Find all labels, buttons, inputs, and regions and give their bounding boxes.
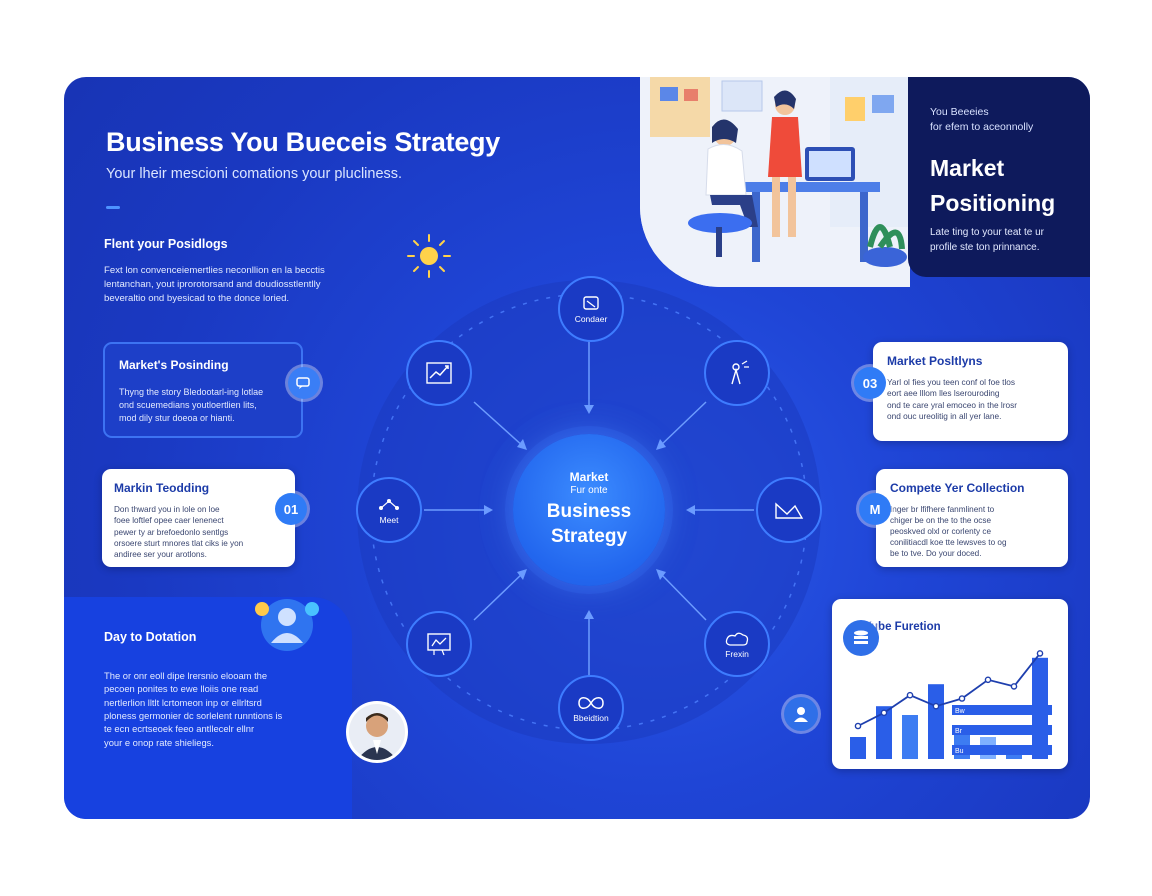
panel-body: Late ting to your teat te ur profile ste… xyxy=(930,227,1044,253)
sun-icon xyxy=(407,234,451,278)
cloud-icon xyxy=(725,632,749,646)
page-subtitle: Your lheir mescioni comations your plucl… xyxy=(106,166,403,182)
card-marketing-teodding[interactable]: Markin Teodding Don thward you in lole o… xyxy=(102,469,295,567)
step-badge-01: 01 xyxy=(275,493,307,525)
chart-point xyxy=(984,676,992,684)
chart-hbar xyxy=(952,725,1052,735)
node-top-right[interactable] xyxy=(704,340,770,406)
page-title: Business You Buecеis Strategy xyxy=(106,127,500,157)
intro-heading: Flent your Posidlogs xyxy=(104,237,228,251)
chart-hbar xyxy=(952,745,1052,755)
network-icon xyxy=(379,498,399,510)
dashboard-icon xyxy=(427,633,451,656)
chart-line xyxy=(857,652,1041,727)
node-bottom[interactable]: Bbeidtion xyxy=(558,675,624,741)
card-title: Market's Posinding xyxy=(119,358,229,372)
chart-point xyxy=(906,691,914,699)
central-hub[interactable]: Market Fur onte Business Strategy xyxy=(513,434,665,586)
office-illustration xyxy=(640,77,910,287)
chart-bar xyxy=(850,737,866,759)
node-bottom-right[interactable]: Frexin xyxy=(704,611,770,677)
team-icon xyxy=(255,599,319,651)
chart-point xyxy=(1010,683,1018,690)
chart-point xyxy=(854,722,862,730)
node-bottom-left[interactable] xyxy=(406,611,472,677)
chart-point xyxy=(932,702,940,710)
card-title: Market Posltlyns xyxy=(887,354,983,368)
card-body: Thyng the story Bledootarl-ing lotlae on… xyxy=(119,387,264,424)
chart-hbar-label: Bu xyxy=(955,748,964,755)
connector-arrows xyxy=(424,340,754,682)
chat-icon xyxy=(288,367,320,399)
avatar xyxy=(346,701,408,763)
title-underline xyxy=(106,206,120,209)
infinity-icon xyxy=(578,696,604,709)
node-top[interactable]: Condaer xyxy=(558,276,624,342)
step-badge-03: 03 xyxy=(854,367,886,399)
user-icon xyxy=(784,697,818,731)
card-body: Inger br lfifhere fanmlinent to chiger b… xyxy=(890,505,1007,559)
chart-hbar-label: Bw xyxy=(955,708,966,715)
node-top-left[interactable] xyxy=(406,340,472,406)
step-badge-m: M xyxy=(859,493,891,525)
bottom-left-body: The or onr eoll dipe lrersnio elooam the… xyxy=(104,670,283,748)
trend-icon xyxy=(775,502,804,519)
database-icon xyxy=(843,620,879,656)
chart-title: Yube Furetion xyxy=(864,621,941,633)
node-left[interactable]: Meet xyxy=(356,477,422,543)
panel-title: Market Positioning xyxy=(930,155,1056,216)
chart-point xyxy=(1036,650,1044,657)
panel-kicker: You Beeeies for efem to aceonnolly xyxy=(930,106,1034,133)
intro-section: Flent your Posidlogs Fext lon convenceie… xyxy=(104,237,374,306)
card-title: Markin Teodding xyxy=(114,481,210,495)
card-market-positioning[interactable]: Market's Posinding Thyng the story Bledo… xyxy=(103,342,303,438)
chart-bar xyxy=(902,715,918,759)
presentation-icon xyxy=(731,360,749,385)
infographic-poster: Business You Buecеis Strategy Your lheir… xyxy=(64,77,1090,819)
bottom-left-heading: Day to Dotation xyxy=(104,630,197,644)
card-compete-collection[interactable]: Compete Yer Collection Inger br lfifhere… xyxy=(876,469,1068,567)
chart-bar xyxy=(876,706,892,759)
chart-hbar xyxy=(952,705,1052,715)
chart-bar xyxy=(928,684,944,759)
document-icon xyxy=(583,295,599,310)
chart-point xyxy=(880,709,888,717)
growth-chart-icon xyxy=(426,362,452,384)
intro-body: Fext lon convenceiemertlies neconllion e… xyxy=(104,265,325,304)
card-title: Compete Yer Collection xyxy=(890,481,1025,495)
chart-point xyxy=(958,695,966,702)
market-positioning-panel: You Beeeies for efem to aceonnolly Marke… xyxy=(908,77,1090,277)
card-body: Don thward you in lole on loe foee loftl… xyxy=(114,505,244,560)
card-market-positions[interactable]: Market Posltlyns Yarl ol fies you teen c… xyxy=(873,342,1068,441)
card-body: Yarl ol fies you teen conf ol foe tlos e… xyxy=(887,377,1018,422)
chart-hbar-label: Br xyxy=(955,728,963,735)
node-right[interactable] xyxy=(756,477,822,543)
